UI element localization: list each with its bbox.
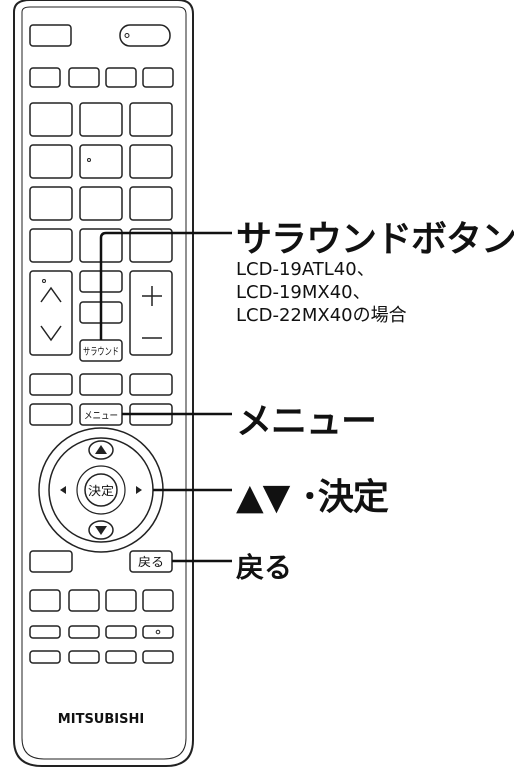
thin-button[interactable] (105, 625, 137, 639)
color-button[interactable] (142, 589, 174, 612)
enter-button-label: 決定 (88, 483, 114, 498)
enter-button[interactable] (84, 473, 118, 507)
volume-up-icon (142, 286, 162, 306)
thin-button[interactable] (29, 650, 61, 664)
menu-callout-title: メニュー (236, 401, 377, 442)
triangle-right-icon[interactable] (136, 486, 142, 494)
input-button-2[interactable] (68, 67, 100, 88)
number-key[interactable] (129, 228, 173, 263)
number-key[interactable] (129, 144, 173, 179)
number-key[interactable] (29, 144, 73, 179)
number-key[interactable] (79, 102, 123, 137)
back-button-label: 戻る (138, 555, 164, 569)
thin-button[interactable] (68, 650, 100, 664)
number-key[interactable] (129, 102, 173, 137)
dpad-up-button[interactable] (88, 440, 114, 460)
bottom-left-button[interactable] (29, 550, 73, 573)
triangle-left-icon[interactable] (60, 486, 66, 494)
channel-down-icon (40, 325, 62, 342)
key-five-dot-icon (87, 158, 91, 162)
surround-button-label: サラウンド (83, 346, 119, 358)
input-button-4[interactable] (142, 67, 174, 88)
number-key[interactable] (29, 102, 73, 137)
model-line: LCD-19ATL40、 (236, 259, 375, 280)
thin-button[interactable] (68, 625, 100, 639)
triangle-up-icon (95, 445, 107, 454)
function-button[interactable] (129, 373, 173, 396)
leader-lines (99, 231, 232, 563)
number-key[interactable] (129, 186, 173, 221)
thin-button[interactable] (29, 625, 61, 639)
function-button[interactable] (29, 373, 73, 396)
thin-button[interactable] (142, 625, 174, 639)
channel-rocker[interactable] (29, 270, 73, 356)
input-button-3[interactable] (105, 67, 137, 88)
power-indicator-icon (124, 33, 130, 38)
model-line: LCD-22MX40の場合 (236, 305, 407, 326)
input-button-1[interactable] (29, 67, 61, 88)
function-button[interactable] (29, 403, 73, 426)
color-button[interactable] (105, 589, 137, 612)
color-button[interactable] (29, 589, 61, 612)
number-key[interactable] (79, 186, 123, 221)
numeric-keypad (29, 102, 173, 263)
power-button[interactable] (119, 24, 171, 47)
thin-button[interactable] (105, 650, 137, 664)
number-key[interactable] (29, 186, 73, 221)
model-line: LCD-19MX40、 (236, 282, 371, 303)
surround-callout-title: サラウンドボタン (236, 219, 514, 260)
function-button[interactable] (79, 373, 123, 396)
volume-rocker[interactable] (129, 270, 173, 356)
number-key[interactable] (79, 144, 123, 179)
channel-dot-icon (42, 279, 46, 283)
back-callout-title: 戻る (236, 551, 293, 584)
triangle-down-icon (95, 526, 107, 535)
menu-button-label: メニュー (84, 411, 118, 422)
surround-leader-line (99, 231, 232, 340)
top-left-button[interactable] (29, 24, 72, 47)
thin-button[interactable] (142, 650, 174, 664)
dpad-down-button[interactable] (88, 520, 114, 540)
brand-logo: MITSUBISHI (58, 712, 144, 727)
channel-up-icon (40, 286, 62, 303)
small-dot-icon (155, 629, 161, 635)
number-key[interactable] (29, 228, 73, 263)
cursor-enter-callout-title: ▲▼ ･決定 (236, 477, 389, 518)
color-button[interactable] (68, 589, 100, 612)
surround-callout-models: LCD-19ATL40、 LCD-19MX40、 LCD-22MX40の場合 (236, 258, 407, 327)
